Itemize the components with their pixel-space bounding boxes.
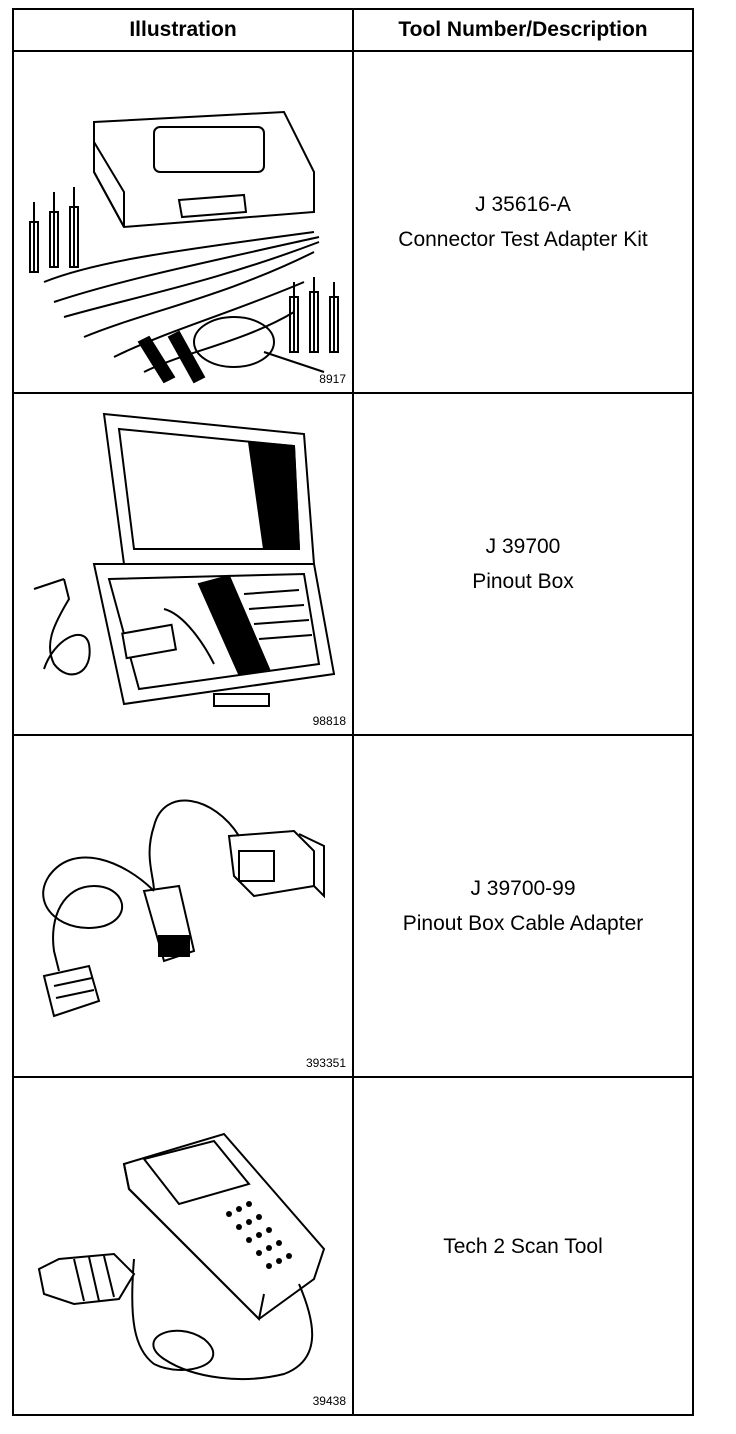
tool-number: J 39700-99: [470, 877, 576, 900]
header-tool-description: Tool Number/Description: [398, 18, 648, 41]
tool-description: Connector Test Adapter Kit: [398, 228, 648, 251]
illustration-cell: 98818: [14, 394, 354, 734]
table-row: 8917 J 35616-A Connector Test Adapter Ki…: [14, 52, 692, 394]
cable-adapter-icon: [42, 799, 325, 1018]
tool-table: Illustration Tool Number/Description: [12, 8, 694, 1416]
figure-number: 39438: [312, 1394, 346, 1408]
figure-number: 98818: [312, 714, 346, 728]
table-header: Illustration Tool Number/Description: [14, 10, 692, 52]
table-row: 39438 Tech 2 Scan Tool: [14, 1078, 692, 1414]
tool-number: J 35616-A: [475, 193, 571, 216]
table-row: 98818 J 39700 Pinout Box: [14, 394, 692, 736]
description-cell: J 39700-99 Pinout Box Cable Adapter: [354, 736, 692, 1076]
description-cell: Tech 2 Scan Tool: [354, 1078, 692, 1414]
scan-tool-icon: [37, 1132, 326, 1380]
description-cell: J 39700 Pinout Box: [354, 394, 692, 734]
figure-number: 393351: [305, 1056, 346, 1070]
tool-number: J 39700: [485, 535, 561, 558]
tool-description: Pinout Box Cable Adapter: [402, 912, 644, 935]
pinout-box-icon: [33, 412, 336, 707]
illustration-cell: 393351: [14, 736, 354, 1076]
illustration-cell: 39438: [14, 1078, 354, 1414]
figure-number: 8917: [319, 372, 346, 386]
tool-description: Pinout Box: [472, 570, 574, 593]
description-cell: J 35616-A Connector Test Adapter Kit: [354, 52, 692, 392]
table-row: 393351 J 39700-99 Pinout Box Cable Adapt…: [14, 736, 692, 1078]
header-illustration: Illustration: [14, 10, 354, 50]
illustration-cell: 8917: [14, 52, 354, 392]
tool-description: Tech 2 Scan Tool: [443, 1234, 603, 1258]
test-adapter-kit-icon: [29, 110, 339, 384]
